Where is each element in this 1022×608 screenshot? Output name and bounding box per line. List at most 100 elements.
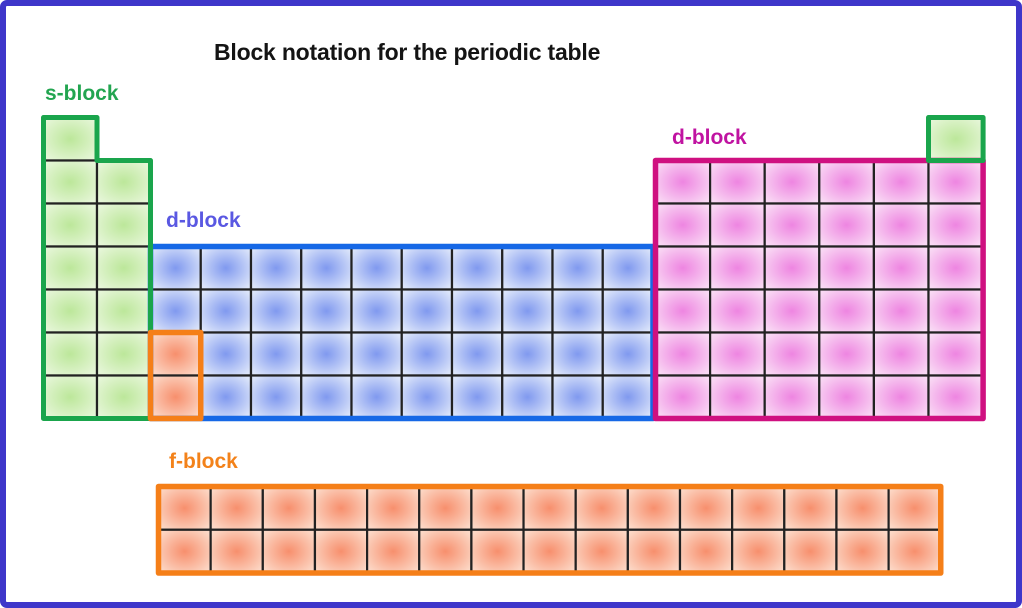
element-cell	[418, 528, 473, 575]
element-cell	[927, 159, 985, 205]
element-cell	[300, 374, 353, 420]
element-cell	[249, 374, 303, 420]
element-cell	[501, 245, 554, 291]
element-cell	[601, 288, 655, 334]
element-cell	[300, 245, 353, 291]
element-cell	[249, 245, 303, 291]
element-cell	[400, 331, 454, 377]
element-cell	[199, 331, 253, 377]
element-cell	[42, 245, 99, 291]
element-cell	[574, 485, 629, 531]
element-cell	[654, 288, 712, 334]
element-cell	[350, 288, 403, 334]
element-cell	[522, 485, 577, 531]
element-cell	[927, 374, 985, 420]
element-cell	[95, 288, 152, 334]
element-cell	[149, 245, 202, 291]
element-cell	[300, 331, 353, 377]
la-ac-f-block-marker-outline	[147, 329, 204, 422]
element-cell	[626, 485, 682, 531]
element-cell	[418, 485, 473, 531]
element-cell	[313, 485, 369, 531]
element-cell	[818, 331, 875, 377]
element-cell	[601, 374, 655, 420]
element-cell	[95, 331, 152, 377]
element-cell	[551, 331, 604, 377]
element-cell	[763, 374, 821, 420]
element-cell	[551, 288, 604, 334]
s-block-outline	[41, 115, 153, 421]
element-cell	[574, 528, 629, 575]
element-cell	[927, 116, 985, 162]
element-cell	[95, 202, 152, 248]
element-cell	[157, 528, 212, 575]
element-cell	[400, 374, 454, 420]
element-cell	[818, 159, 875, 205]
element-cell	[927, 245, 985, 291]
element-cell	[708, 159, 766, 205]
element-cell	[450, 245, 504, 291]
element-cell	[654, 202, 712, 248]
element-cell	[400, 245, 454, 291]
element-cell	[400, 288, 454, 334]
element-cell	[872, 331, 930, 377]
element-cell	[249, 331, 303, 377]
element-cell	[501, 374, 554, 420]
element-cell	[95, 159, 152, 205]
element-cell	[818, 245, 875, 291]
element-cell	[450, 374, 504, 420]
element-cell	[42, 288, 99, 334]
element-cell	[731, 485, 786, 531]
element-cell	[601, 245, 655, 291]
element-cell	[783, 528, 838, 575]
element-cell	[601, 331, 655, 377]
element-cell	[350, 331, 403, 377]
element-cell	[654, 374, 712, 420]
element-cell	[887, 485, 942, 531]
element-cell	[872, 159, 930, 205]
element-cell	[818, 374, 875, 420]
element-cell	[209, 485, 264, 531]
element-cell	[927, 288, 985, 334]
element-cell	[872, 374, 930, 420]
element-cell	[818, 288, 875, 334]
element-cell	[708, 374, 766, 420]
element-cell	[927, 331, 985, 377]
element-cell	[731, 528, 786, 575]
element-cell	[835, 528, 890, 575]
element-cell	[654, 159, 712, 205]
d-block-magenta-label: d-block	[672, 126, 747, 149]
element-cell	[708, 245, 766, 291]
s-block-label: s-block	[45, 82, 119, 105]
element-cell	[149, 331, 202, 377]
page-title: Block notation for the periodic table	[214, 39, 601, 65]
element-cell	[470, 528, 525, 575]
element-cell	[708, 331, 766, 377]
element-cell	[626, 528, 682, 575]
element-cell	[835, 485, 890, 531]
helium-cell-outline	[926, 115, 986, 163]
element-cell	[95, 245, 152, 291]
f-block-outline	[155, 483, 944, 576]
element-cell	[199, 288, 253, 334]
element-cell	[300, 288, 353, 334]
element-cell	[783, 485, 838, 531]
element-cell	[366, 528, 421, 575]
element-cell	[708, 202, 766, 248]
element-cell	[366, 485, 421, 531]
element-cell	[551, 374, 604, 420]
element-cell	[654, 331, 712, 377]
element-cell	[261, 528, 317, 575]
element-cell	[350, 245, 403, 291]
element-cell	[763, 288, 821, 334]
f-block-label: f-block	[169, 450, 238, 473]
element-cell	[872, 202, 930, 248]
element-cell	[249, 288, 303, 334]
element-cell	[678, 485, 734, 531]
element-cell	[149, 288, 202, 334]
element-cell	[42, 374, 99, 420]
element-cell	[313, 528, 369, 575]
